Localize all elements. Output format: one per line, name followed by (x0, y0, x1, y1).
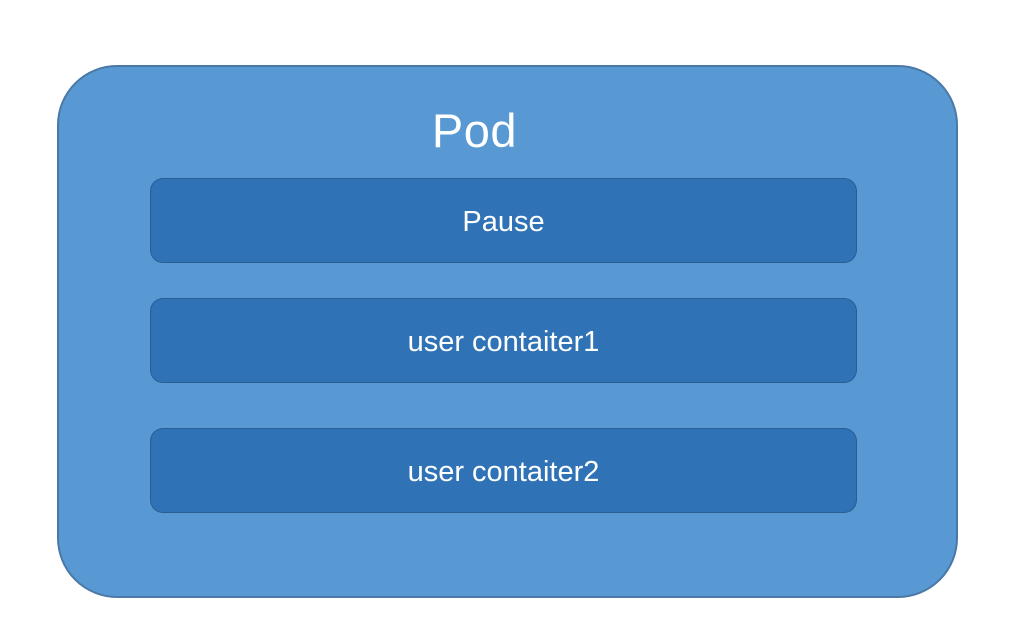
container-user1-label: user contaiter1 (407, 325, 600, 358)
pod-title: Pod (431, 104, 518, 157)
container-user2: user contaiter2 (150, 428, 857, 513)
container-user2-label: user contaiter2 (407, 455, 600, 488)
container-pause: Pause (150, 178, 857, 263)
pod-box: Pod Pause user contaiter1 user contaiter… (57, 65, 958, 598)
container-user1: user contaiter1 (150, 298, 857, 383)
container-pause-label: Pause (462, 205, 545, 238)
